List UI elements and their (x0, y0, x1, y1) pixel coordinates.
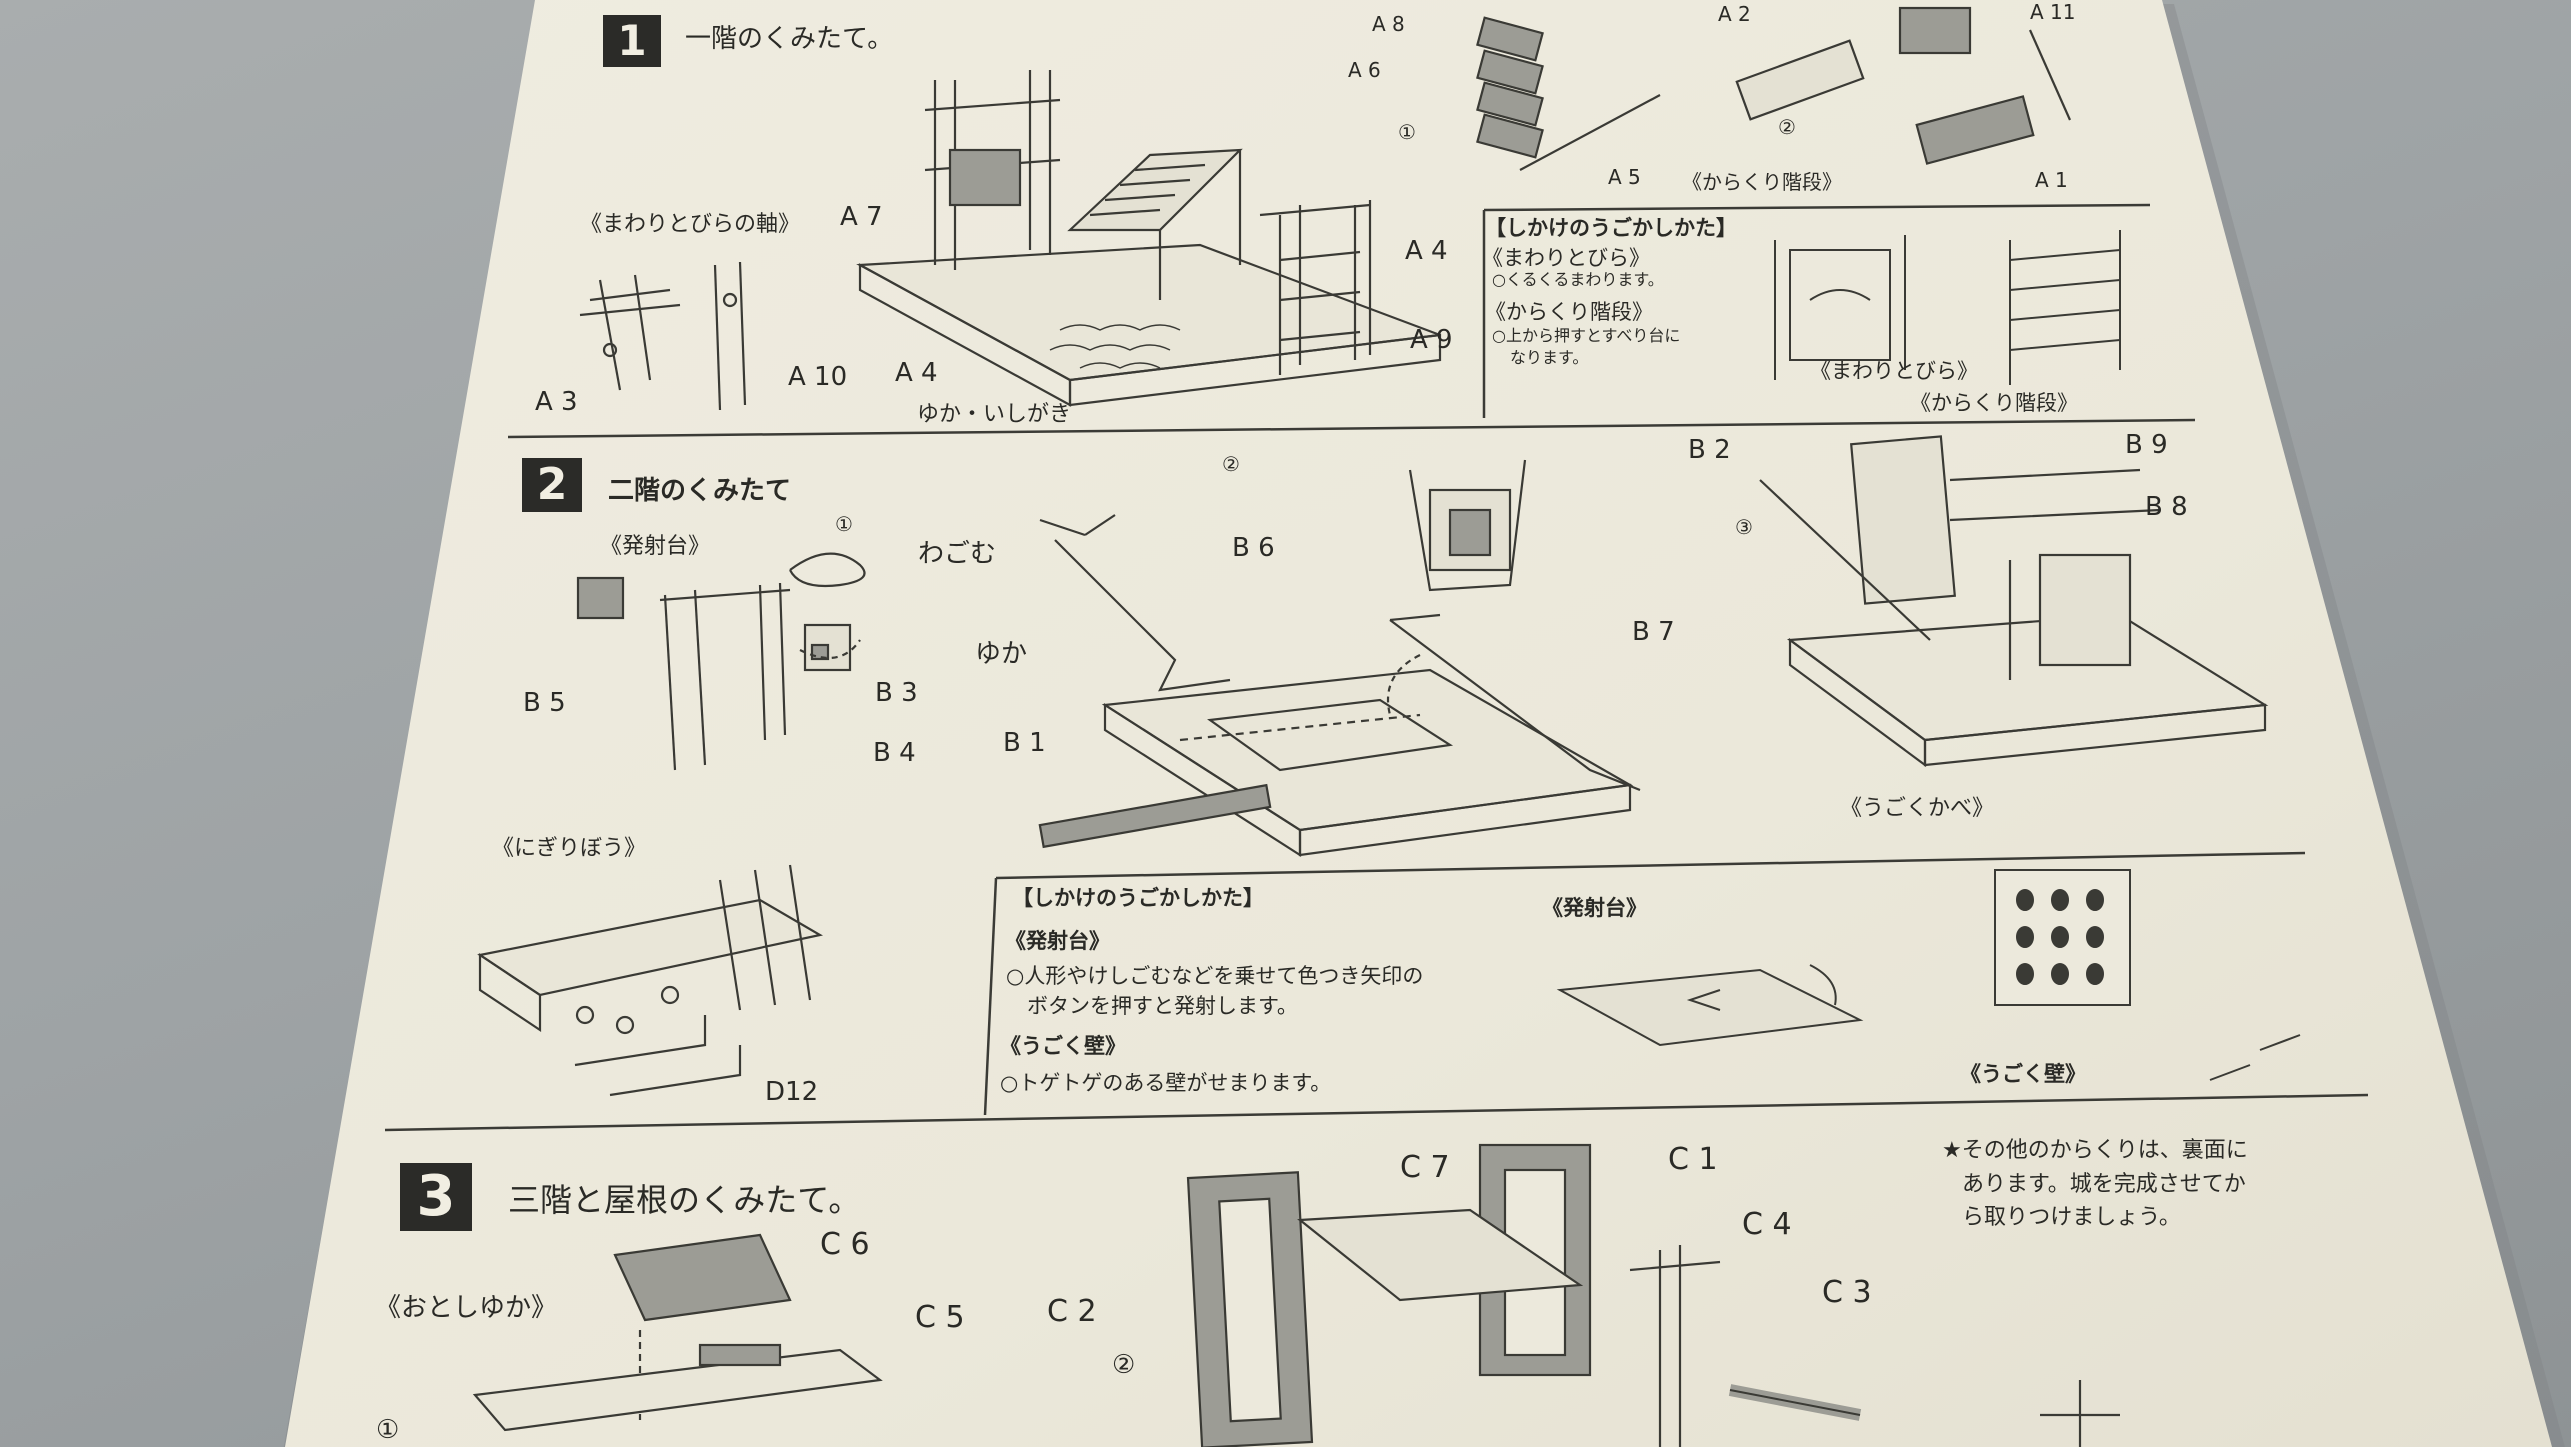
part-a7-label: A 7 (840, 202, 883, 232)
step1-howto-heading: 【しかけのうごかしかた】 (1485, 216, 1737, 240)
part-a9-label: A 9 (1410, 325, 1453, 355)
step2-howto-heading: 【しかけのうごかしかた】 (1012, 886, 1264, 910)
part-a4-label-2: A 4 (895, 358, 938, 388)
step2-launcher-diagram (576, 552, 866, 771)
karakuri-stairs-caption: 《からくり階段》 (1682, 170, 1842, 194)
launcher-label: 《発射台》 (600, 534, 711, 559)
step2-floor-diagram (1038, 459, 1641, 858)
revolving-door-text: ○くるくるまわります。 (1492, 270, 1664, 289)
part-b7-label: B 7 (1632, 617, 1675, 647)
step3-walls-diagram (1186, 1143, 2120, 1447)
rubber-band-label: わごむ (918, 539, 997, 569)
step3-number-badge: 3 (400, 1163, 472, 1231)
part-a10-label: A 10 (788, 362, 848, 392)
part-a2-label: A 2 (1718, 2, 1751, 26)
howto-launcher-name: 《発射台》 (1005, 929, 1110, 953)
trick-stairs-text-1: ○上から押すとすべり台に (1492, 326, 1681, 345)
step1-number-badge: 1 (603, 15, 661, 67)
part-a11-label: A 11 (2030, 0, 2076, 24)
howto-launcher-text-2: ボタンを押すと発射します。 (1027, 994, 1298, 1018)
part-a3-label: A 3 (535, 387, 578, 417)
part-c5-label: C 5 (915, 1300, 965, 1335)
fig-revolving-door-caption: 《まわりとびら》 (1810, 359, 1978, 383)
floor-stone-label: ゆか・いしがき (917, 402, 1072, 427)
revolving-door-name: 《まわりとびら》 (1482, 246, 1650, 270)
trap-floor-label: 《おとしゆか》 (375, 1293, 558, 1323)
step1-stair-parts (1476, 6, 2072, 171)
trick-stairs-name: 《からくり階段》 (1485, 300, 1653, 324)
howto-launcher-text-1: ○人形やけしごむなどを乗せて色つき矢印の (1006, 964, 1424, 988)
part-b4-label: B 4 (873, 738, 916, 768)
part-c7-label: C 7 (1400, 1150, 1450, 1185)
floor-label: ゆか (975, 639, 1028, 669)
sub-step-2-3: ③ (1735, 515, 1753, 539)
sub-step-1: ① (1398, 120, 1416, 144)
part-b9-label: B 9 (2125, 430, 2168, 460)
divider-step1 (507, 418, 2196, 439)
divider-step2 (384, 1093, 2369, 1132)
howto-wall-text: ○トゲトゲのある壁がせまります。 (1000, 1071, 1332, 1095)
part-b1-label: B 1 (1003, 728, 1046, 758)
moving-wall-caption: 《うごくかべ》 (1840, 796, 1995, 821)
step3-title: 三階と屋根のくみたて。 (508, 1181, 861, 1219)
part-c6-label: C 6 (820, 1227, 870, 1262)
part-c1-label: C 1 (1668, 1142, 1718, 1177)
howto-wall-name: 《うごく壁》 (1000, 1034, 1126, 1058)
step2-moving-wall-diagram (1759, 435, 2269, 768)
step2-number-badge: 2 (522, 458, 582, 512)
step2-title: 二階のくみたて (608, 476, 792, 506)
step1-hinge-label: 《まわりとびらの軸》 (580, 212, 801, 237)
fig-trick-stairs-caption: 《からくり階段》 (1910, 391, 2078, 415)
step2-how-to-figures (1556, 869, 2301, 1081)
part-b6-label: B 6 (1232, 533, 1275, 563)
fig-launcher-caption: 《発射台》 (1542, 896, 1647, 920)
part-a8-label: A 8 (1372, 12, 1405, 36)
other-tricks-note-3: ら取りつけましょう。 (1962, 1205, 2181, 1230)
step3-trap-floor-diagram (472, 1233, 883, 1432)
step1-title: 一階のくみたて。 (685, 24, 894, 54)
sub-step-2-2: ② (1222, 452, 1240, 476)
part-d12-label: D12 (765, 1077, 819, 1107)
fig-moving-wall-caption: 《うごく壁》 (1960, 1062, 2086, 1086)
part-a4-label: A 4 (1405, 236, 1448, 266)
sub-step-2: ② (1778, 115, 1796, 139)
part-b3-label: B 3 (875, 678, 918, 708)
part-b2-label: B 2 (1688, 435, 1731, 465)
part-c2-label: C 2 (1047, 1294, 1097, 1329)
part-c4-label: C 4 (1742, 1207, 1792, 1242)
step1-base-diagram (856, 70, 1442, 407)
part-a1-label: A 1 (2035, 168, 2068, 192)
step1-hinge-diagram (579, 261, 747, 411)
sub-step-3-2: ② (1112, 1350, 1136, 1380)
part-c3-label: C 3 (1822, 1275, 1872, 1310)
step2-grip-diagram (477, 864, 824, 1097)
sub-step-2-1: ① (835, 512, 853, 536)
part-a5-label: A 5 (1608, 165, 1641, 189)
other-tricks-note-1: ★その他のからくりは、裏面に (1942, 1138, 2248, 1163)
part-a6-label: A 6 (1348, 58, 1381, 82)
sub-step-3-1: ① (376, 1415, 400, 1445)
other-tricks-note-2: あります。城を完成させてか (1962, 1172, 2246, 1197)
part-b8-label: B 8 (2145, 492, 2188, 522)
grip-bar-label: 《にぎりぼう》 (492, 836, 647, 861)
step1-how-to-figures (1774, 230, 2121, 385)
part-b5-label: B 5 (523, 688, 566, 718)
trick-stairs-text-2: なります。 (1510, 348, 1589, 367)
